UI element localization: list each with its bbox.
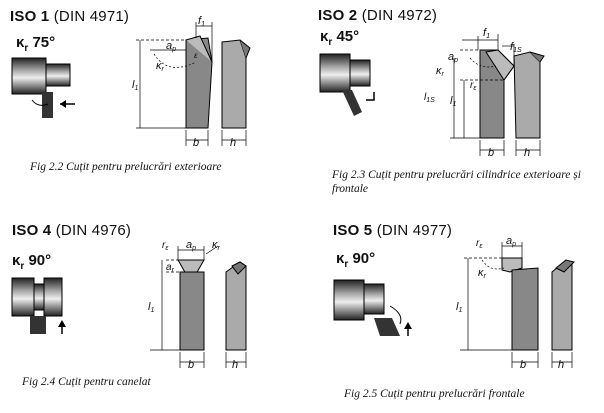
iso4-tool-top-view <box>177 259 205 351</box>
iso5-tool-side-view <box>551 259 575 351</box>
iso5-dim-h: h <box>558 359 564 371</box>
iso4-angle-value: 90° <box>28 252 52 269</box>
iso1-drawing: f1 ap κr ε l1 b h <box>11 15 251 149</box>
iso4-iso-label: ISO 4 <box>12 222 52 239</box>
iso1-caption: Fig 2.2 Cuțit pentru prelucrări exterioa… <box>30 161 222 173</box>
iso1-dim-ap: ap <box>166 40 176 53</box>
iso5-title: ISO 5 (DIN 4977) <box>333 222 452 239</box>
iso5-tool-top-view <box>501 257 539 351</box>
iso2-dim-ap: ap <box>448 51 458 64</box>
iso2-dim-f1: f1 <box>483 27 490 40</box>
iso5-din-label: (DIN 4977) <box>376 222 453 239</box>
iso1-dim-epsilon: ε <box>194 51 198 60</box>
iso5-dim-re: rε <box>476 238 483 250</box>
iso4-dim-b: b <box>188 359 194 371</box>
panel-iso1: ISO 1 (DIN 4971) κr 75° <box>0 0 300 200</box>
iso1-kappa-angle: κr 75° <box>16 34 56 54</box>
iso1-dim-l1: l1 <box>132 79 138 92</box>
iso4-drawing: rε ap κr ar l1 b h <box>11 239 247 371</box>
iso1-title: ISO 1 (DIN 4971) <box>10 8 129 25</box>
iso5-drawing: rε ap κr l1 b h <box>333 235 575 371</box>
iso1-dim-f1: f1 <box>198 15 205 28</box>
iso1-dim-kr: κr <box>156 60 165 73</box>
iso5-dim-ap: ap <box>506 235 516 248</box>
iso4-dim-kr: κr <box>212 239 221 252</box>
iso4-dim-re: rε <box>162 240 169 252</box>
iso2-dim-l1: l1 <box>450 95 456 108</box>
iso2-tool-top-view <box>479 49 515 139</box>
iso2-workpiece-icon <box>319 53 375 116</box>
iso1-tool-side-view <box>221 39 251 129</box>
iso2-kappa-angle: κr 45° <box>320 28 360 48</box>
iso4-dim-ar: ar <box>166 262 175 274</box>
iso2-dim-f1s: f1S <box>510 41 522 54</box>
iso4-din-label: (DIN 4976) <box>55 222 132 239</box>
iso4-dim-ap: ap <box>186 239 196 252</box>
iso2-caption: Fig 2.3 Cuțit pentru prelucrări cilindri… <box>332 169 581 195</box>
iso5-workpiece-icon <box>333 279 412 336</box>
iso5-iso-label: ISO 5 <box>333 222 373 239</box>
iso5-dim-kr: κr <box>478 267 487 280</box>
iso1-dim-h: h <box>230 137 236 149</box>
iso2-angle-value: 45° <box>336 28 360 45</box>
iso5-angle-value: 90° <box>352 250 376 267</box>
iso5-caption: Fig 2.5 Cuțit pentru prelucrări frontale <box>344 388 525 400</box>
iso1-tool-top-view <box>185 35 213 129</box>
iso2-drawing: f1 f1S ap κr rε l1S l1 b h <box>319 27 545 159</box>
iso4-caption: Fig 2.4 Cuțit pentru canelat <box>22 376 151 388</box>
iso2-iso-label: ISO 2 <box>318 7 358 24</box>
iso2-dim-b: b <box>488 147 494 159</box>
iso2-dim-kr: κr <box>436 65 445 78</box>
iso1-angle-value: 75° <box>32 34 56 51</box>
iso1-dim-b: b <box>193 137 199 149</box>
panel-iso2: ISO 2 (DIN 4972) κr 45° <box>300 0 604 210</box>
iso4-dim-h: h <box>232 359 238 371</box>
iso2-dim-l1s: l1S <box>424 92 435 104</box>
iso2-dim-h: h <box>524 147 530 159</box>
panel-iso4: ISO 4 (DIN 4976) κr 90° <box>0 210 300 413</box>
panel-iso5: ISO 5 (DIN 4977) κr 90° <box>300 210 604 413</box>
iso1-workpiece-icon <box>11 57 75 118</box>
iso5-kappa-angle: κr 90° <box>336 250 376 270</box>
iso4-kappa-angle: κr 90° <box>12 252 52 272</box>
iso2-tool-side-view <box>513 51 545 139</box>
iso5-dim-l1: l1 <box>456 301 462 314</box>
iso4-tool-side-view <box>225 261 247 351</box>
iso2-dim-re: rε <box>470 80 477 92</box>
iso4-workpiece-icon <box>11 277 66 334</box>
iso4-dim-l1: l1 <box>148 301 154 314</box>
iso1-iso-label: ISO 1 <box>10 8 50 25</box>
iso1-din-label: (DIN 4971) <box>53 8 130 25</box>
iso2-din-label: (DIN 4972) <box>361 7 438 24</box>
iso2-title: ISO 2 (DIN 4972) <box>318 7 437 24</box>
iso4-title: ISO 4 (DIN 4976) <box>12 222 131 239</box>
iso5-dim-b: b <box>520 359 526 371</box>
